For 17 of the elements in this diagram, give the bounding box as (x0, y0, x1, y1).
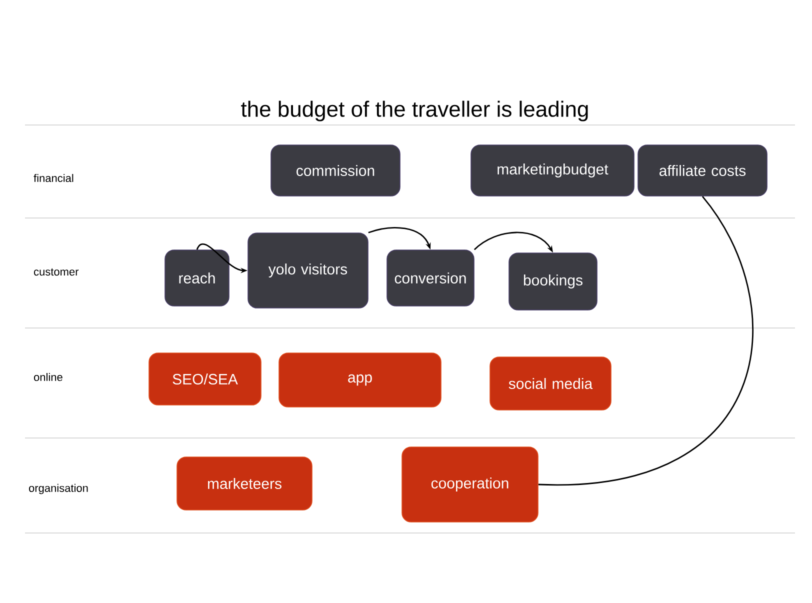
process-box: yolo visitors (248, 232, 368, 308)
subtitle: the budget of the traveller is leading (241, 100, 588, 122)
process-box: bookings (508, 252, 598, 310)
process-box: conversion (386, 250, 474, 306)
row-label: financial (34, 174, 74, 182)
process-box: app (278, 352, 442, 408)
row-label: customer (34, 268, 79, 276)
process-box: affiliate costs (638, 144, 768, 196)
process-box: reach (164, 250, 230, 306)
row-label: online (34, 372, 62, 382)
row-label: organisation (29, 484, 88, 494)
process-box: marketingbudget (470, 144, 634, 196)
process-box: social media (490, 356, 612, 410)
process-box: commission (270, 144, 400, 196)
process-box: marketeers (176, 456, 312, 510)
process-box: SEO/SEA (148, 352, 262, 406)
process-box: cooperation (402, 446, 538, 522)
